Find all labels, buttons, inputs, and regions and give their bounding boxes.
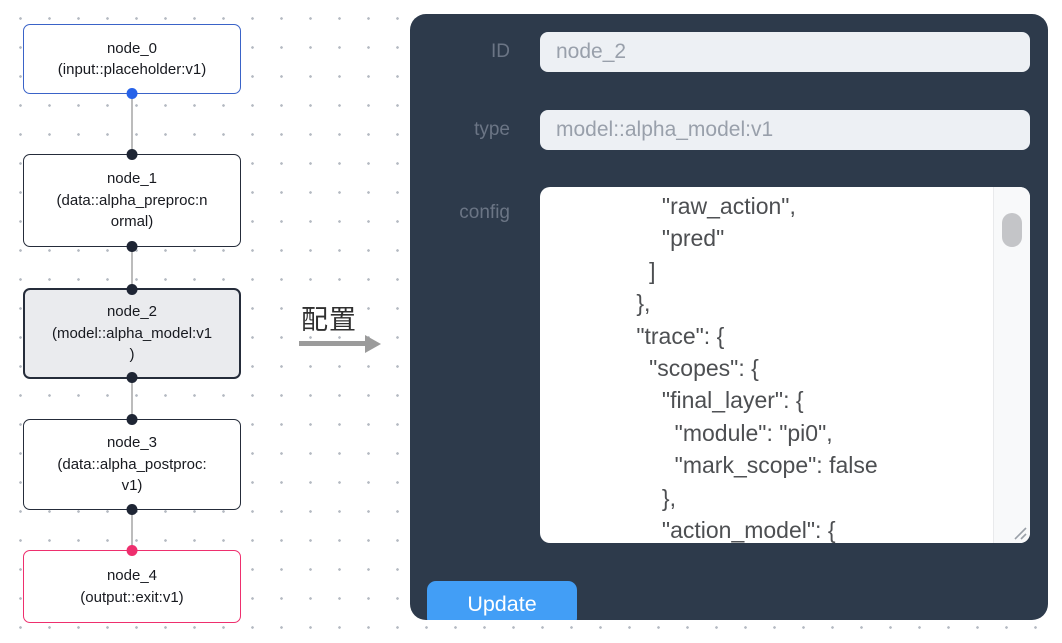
id-input[interactable] — [540, 32, 1030, 72]
node-id-label: node_0 — [106, 39, 158, 57]
node-output-handle[interactable] — [126, 88, 138, 99]
id-field-label: ID — [491, 41, 510, 62]
node-input-handle[interactable] — [126, 545, 138, 556]
config-field-label: config — [459, 202, 510, 223]
node-id-label: node_2 — [106, 303, 158, 321]
node-config-panel: ID type config "raw_action", "pred" ] },… — [410, 14, 1048, 620]
node-output-handle[interactable] — [126, 504, 138, 515]
graph-node-node_1[interactable]: node_1 (data::alpha_preproc:n ormal) — [23, 149, 241, 252]
type-field-label: type — [474, 119, 510, 140]
node-type-label: (model::alpha_model:v1 — [51, 324, 213, 342]
node-type-label: (output::exit:v1) — [80, 588, 184, 606]
config-scrollbar-track[interactable] — [993, 187, 1030, 543]
graph-node-node_0[interactable]: node_0 (input::placeholder:v1) — [23, 24, 241, 99]
node-input-handle[interactable] — [126, 149, 138, 160]
graph-node-node_2-selected[interactable]: node_2 (model::alpha_model:v1 ) — [23, 284, 241, 383]
config-json-text[interactable]: "raw_action", "pred" ] }, "trace": { "sc… — [636, 193, 878, 543]
node-output-handle[interactable] — [126, 241, 138, 252]
graph-node-node_4[interactable]: node_4 (output::exit:v1) — [23, 545, 241, 623]
update-button[interactable]: Update — [427, 581, 577, 620]
node-type-label: ) — [129, 346, 135, 364]
node-type-label: (data::alpha_preproc:n — [56, 191, 208, 209]
configure-annotation: 配置 — [301, 305, 357, 335]
node-id-label: node_4 — [106, 567, 158, 584]
textarea-resize-handle-icon[interactable] — [1011, 524, 1027, 540]
node-type-label: v1) — [121, 477, 143, 495]
config-textarea[interactable]: "raw_action", "pred" ] }, "trace": { "sc… — [540, 187, 1030, 543]
edge-node_1-node_2[interactable] — [131, 247, 133, 288]
node-output-handle[interactable] — [126, 372, 138, 383]
node-type-label: (input::placeholder:v1) — [57, 61, 207, 78]
node-input-handle[interactable] — [126, 284, 138, 295]
config-arrow-icon — [299, 334, 381, 353]
node-id-label: node_1 — [106, 170, 158, 188]
node-input-handle[interactable] — [126, 414, 138, 425]
config-scrollbar-thumb[interactable] — [1002, 213, 1022, 247]
node-id-label: node_3 — [106, 434, 158, 452]
node-type-label: (data::alpha_postproc: — [57, 455, 207, 473]
edge-node_0-node_1[interactable] — [131, 94, 133, 154]
graph-node-node_3[interactable]: node_3 (data::alpha_postproc: v1) — [23, 414, 241, 515]
edge-node_2-node_3[interactable] — [131, 379, 133, 419]
edge-node_3-node_4[interactable] — [131, 510, 133, 550]
node-type-label: ormal) — [110, 213, 154, 231]
type-input[interactable] — [540, 110, 1030, 150]
